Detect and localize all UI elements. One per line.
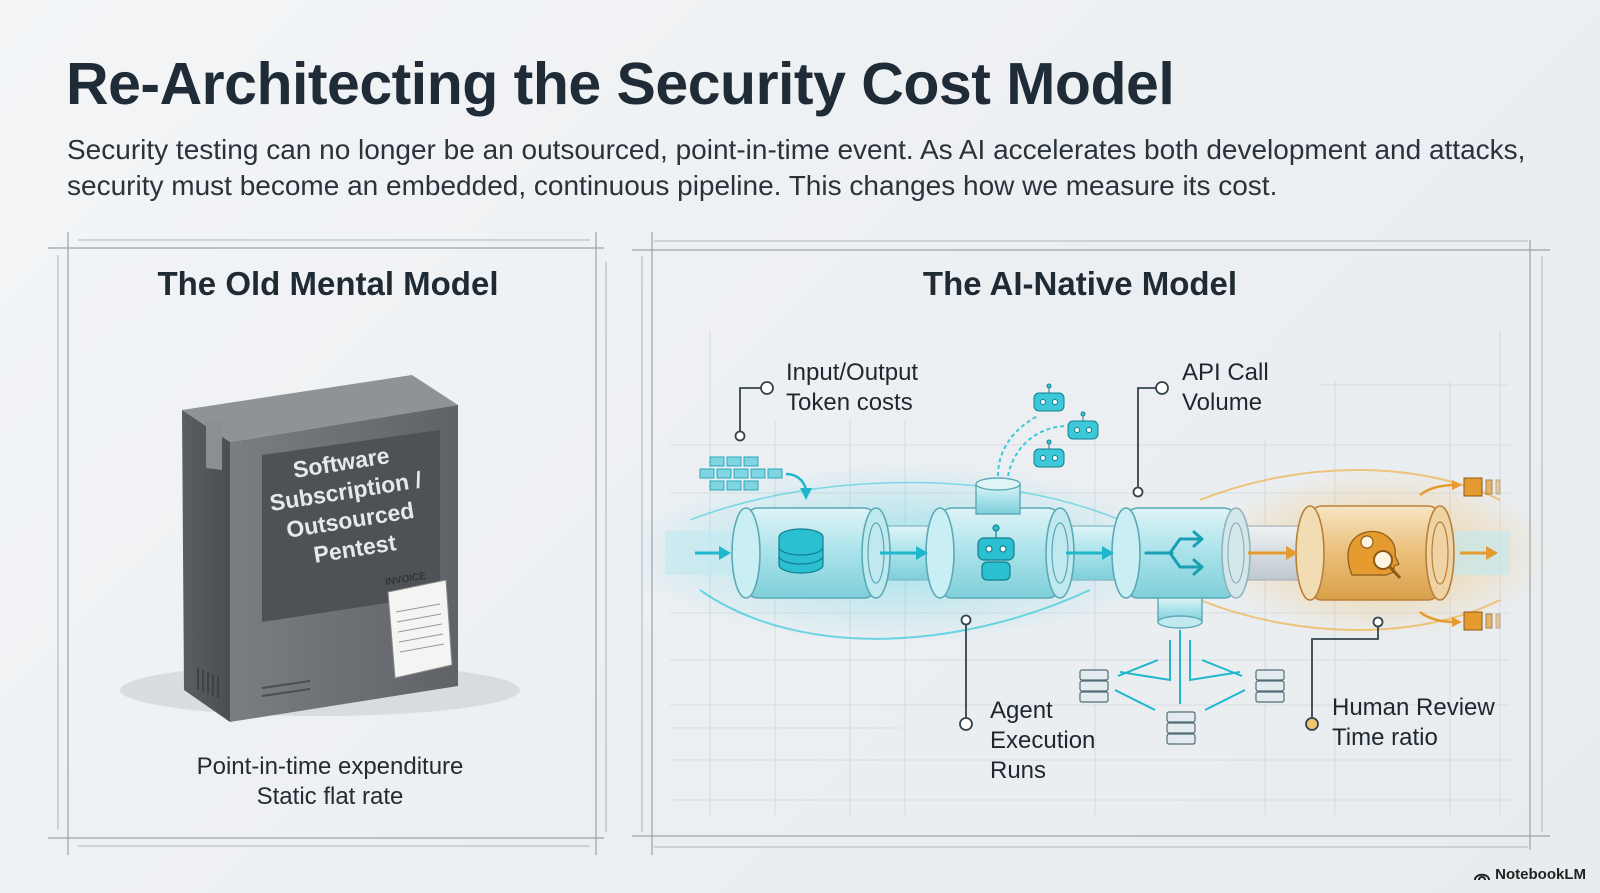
human-review-icon — [1347, 530, 1402, 580]
pipe-api — [1111, 507, 1251, 629]
label-line: Execution — [990, 727, 1096, 754]
label-line: Time ratio — [1332, 724, 1438, 751]
caption-line: Static flat rate — [256, 783, 404, 810]
label-line: Token costs — [786, 389, 913, 416]
human-review-label: Human Review Time ratio — [1332, 693, 1495, 753]
token-costs-label: Input/Output Token costs — [786, 358, 918, 418]
old-model-caption: Point-in-time expenditure Static flat ra… — [150, 752, 510, 812]
caption-line: Point-in-time expenditure — [196, 753, 464, 780]
database-icon — [778, 528, 824, 574]
label-line: API Call — [1182, 359, 1269, 386]
ai-model-heading: The AI-Native Model — [922, 265, 1238, 302]
robot-icon — [977, 524, 1015, 581]
api-volume-label: API Call Volume — [1182, 358, 1269, 418]
callout-leaders — [734, 381, 1384, 731]
label-line: Volume — [1182, 389, 1263, 416]
notebooklm-logo-icon — [1474, 873, 1491, 880]
software-box-illustration — [120, 375, 520, 722]
old-model-heading: The Old Mental Model — [157, 265, 499, 302]
brand-name: NotebookLM — [1495, 866, 1586, 883]
label-line: Runs — [990, 757, 1047, 784]
page-subtitle: Security testing can no longer be an out… — [67, 134, 1526, 201]
input-token-blocks — [699, 456, 783, 491]
pipe-database — [731, 507, 891, 599]
label-line: Agent — [990, 697, 1053, 724]
label-line: Human Review — [1332, 694, 1495, 721]
server-arrows — [1114, 630, 1246, 711]
old-model-frame — [48, 232, 607, 855]
output-token-icon — [1463, 477, 1501, 631]
page-title: Re-Architecting the Security Cost Model — [66, 51, 1175, 117]
split-arrows-icon — [1144, 530, 1204, 576]
flow-arrows-orange — [1248, 480, 1498, 627]
label-line: Input/Output — [786, 359, 919, 386]
server-icon — [1079, 669, 1285, 745]
robot-icon — [1033, 383, 1099, 468]
flow-arrows — [695, 546, 1114, 560]
brand-mark: NotebookLM — [1474, 866, 1586, 883]
agent-runs-label: Agent Execution Runs — [990, 696, 1095, 786]
